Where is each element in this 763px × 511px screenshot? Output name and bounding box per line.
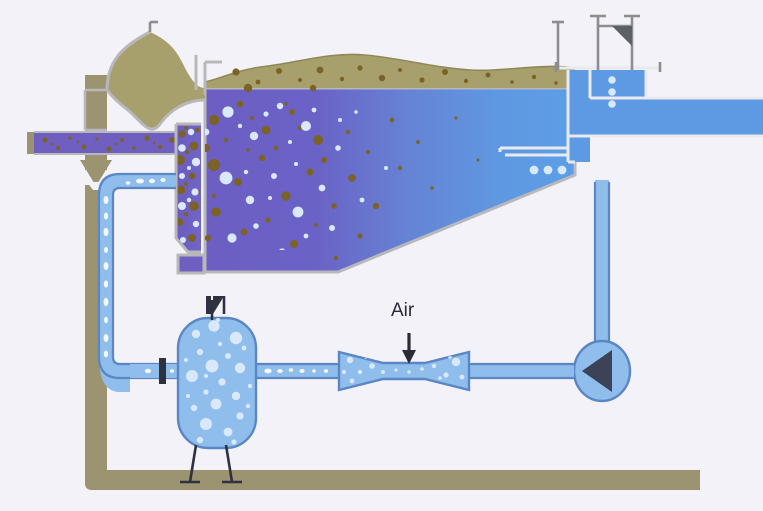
saturator-vessel [176, 316, 258, 484]
float-sludge-layer [204, 53, 576, 93]
scum-beach [83, 20, 222, 132]
clarified-bubbles [529, 165, 567, 175]
venturi-air-injector [337, 350, 471, 392]
air-label: Air [391, 300, 415, 321]
influent-pipe [34, 131, 184, 155]
effluent-weir [498, 62, 763, 164]
top-valve[interactable] [206, 296, 226, 320]
weir-support-structure [552, 14, 640, 70]
contact-zone [174, 122, 201, 254]
inline-valve[interactable] [159, 358, 166, 384]
air-down-arrow [402, 333, 416, 364]
effluent-outlet-pipe [568, 96, 763, 138]
inlet-distribution-box [176, 253, 206, 275]
recycle-takeoff-pipe [593, 180, 611, 356]
recycle-pump[interactable] [572, 339, 632, 403]
